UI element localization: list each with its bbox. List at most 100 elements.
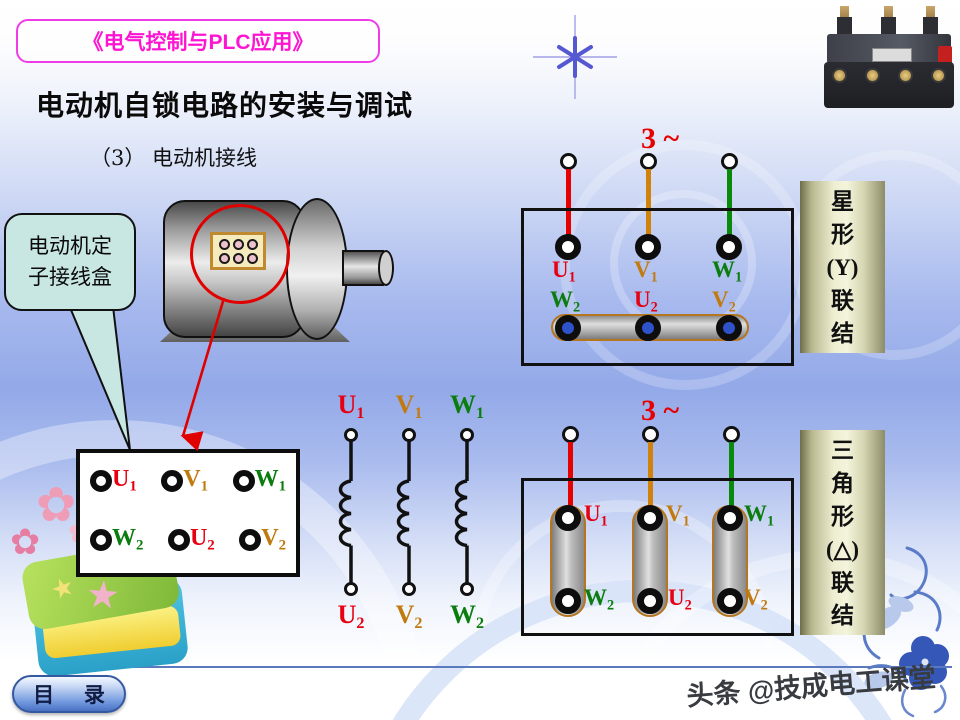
terminal-row-bottom: W2 U2 V2 [80,526,296,553]
delta-label-w1: W1 [744,501,775,530]
terminal-ring [161,469,184,492]
star-supply-label: 3 ~ [640,122,680,155]
star-label-v2: V2 [712,287,736,316]
winding-v: V1 V2 [379,392,439,632]
delta-supply-label: 3 ~ [640,394,680,427]
side-label-line: (△) [825,536,859,562]
callout-motor-terminal-box: 电动机定 子接线盒 [4,213,136,311]
supply-terminal [723,426,740,443]
terminal-ring [232,469,255,492]
terminal-ring [167,528,190,551]
side-label-line: 联 [831,287,854,313]
relay-pin-stem [923,17,938,37]
delta-label-u1: U1 [584,501,608,530]
pointer-arrow [180,297,226,452]
wire-w [727,169,732,237]
relay-pin [884,6,893,20]
thermal-relay-photo [822,4,956,110]
terminal-label: U1 [112,466,137,495]
terminal-label: V1 [183,466,209,495]
terminal-label: V2 [261,525,286,554]
star-label-w2: W2 [550,287,581,316]
section-subtitle: （3） 电动机接线 [90,146,258,170]
supply-terminal [642,426,659,443]
winding-label-top: V1 [395,390,423,422]
coil-symbol [454,427,474,596]
terminal-label: U2 [189,525,215,554]
coil-symbol [338,427,358,596]
winding-label-bottom: V2 [395,599,423,632]
delta-terminal-w1 [717,505,743,531]
page-title: 电动机自锁电路的安装与调试 [36,90,414,121]
delta-terminal-w2 [555,588,581,614]
star-bar-terminal [635,315,661,341]
star-terminal-v1 [635,234,661,260]
side-label-line: 结 [831,602,854,628]
delta-connection-side-label: 三 角 形 (△) 联 结 [800,430,885,635]
supply-terminal [560,153,577,170]
terminal-w2: W2 [90,526,143,553]
motor-shaft-end [378,250,394,286]
star-terminal-w1 [716,234,742,260]
supply-terminal [721,153,738,170]
terminal-ring [239,528,262,551]
relay-reset-button [938,46,952,66]
wire-u [568,442,573,508]
stator-terminal-box: U1 V1 W1 W2 U2 V2 [76,449,300,577]
terminal-label: W2 [112,525,144,554]
side-label-line: 形 [831,503,854,529]
side-label-line: 联 [831,569,854,595]
delta-terminal-u1 [555,505,581,531]
terminal-u1: U1 [90,467,137,494]
relay-pin-stem [881,17,896,37]
star-bar-terminal [716,315,742,341]
winding-w: W1 W2 [437,392,497,632]
winding-label-top: W1 [449,390,485,422]
star-label-u2: U2 [634,287,658,316]
wire-v [648,442,653,508]
terminal-ring [90,469,112,492]
motor-end-cap [286,198,348,340]
star-connection-box [521,208,794,366]
delta-terminal-u2 [637,588,663,614]
side-label-line: (Y) [826,254,859,280]
winding-label-bottom: U2 [337,599,365,632]
delta-terminal-v1 [637,505,663,531]
terminal-label: W1 [254,466,286,495]
terminal-w1: W1 [232,466,286,495]
star-terminal-u1 [555,234,581,260]
winding-label-top: U1 [337,390,365,422]
star-icon: ★ [84,573,122,618]
terminal-v1: V1 [161,467,208,494]
wire-w [729,442,734,508]
winding-u: U1 U2 [321,392,381,632]
course-badge: 《电气控制与PLC应用》 [16,19,380,63]
winding-label-bottom: W2 [449,599,485,632]
callout-line: 子接线盒 [28,265,112,289]
star-label-v1: V1 [634,257,658,286]
side-label-line: 形 [831,221,854,247]
sparkle-icon [533,15,617,99]
delta-label-u2: U2 [668,585,692,614]
highlight-circle [190,204,290,304]
relay-dial-label [872,48,912,62]
star-label-w1: W1 [712,257,743,286]
terminal-ring [90,528,112,551]
side-label-line: 角 [831,470,854,496]
wire-u [566,169,571,237]
relay-screw [898,68,913,83]
callout-tail [64,297,131,451]
star-connection-side-label: 星 形 (Y) 联 结 [800,181,885,353]
star-label-u1: U1 [552,257,576,286]
delta-connection-box [521,478,794,636]
menu-button-label: 目 录 [33,684,117,707]
supply-terminal [562,426,579,443]
supply-terminal [640,153,657,170]
menu-button[interactable]: 目 录 [12,675,126,713]
side-label-line: 结 [831,320,854,346]
relay-pin [840,6,849,20]
delta-terminal-v2 [717,588,743,614]
terminal-row-top: U1 V1 W1 [80,467,296,494]
relay-screw [865,68,880,83]
